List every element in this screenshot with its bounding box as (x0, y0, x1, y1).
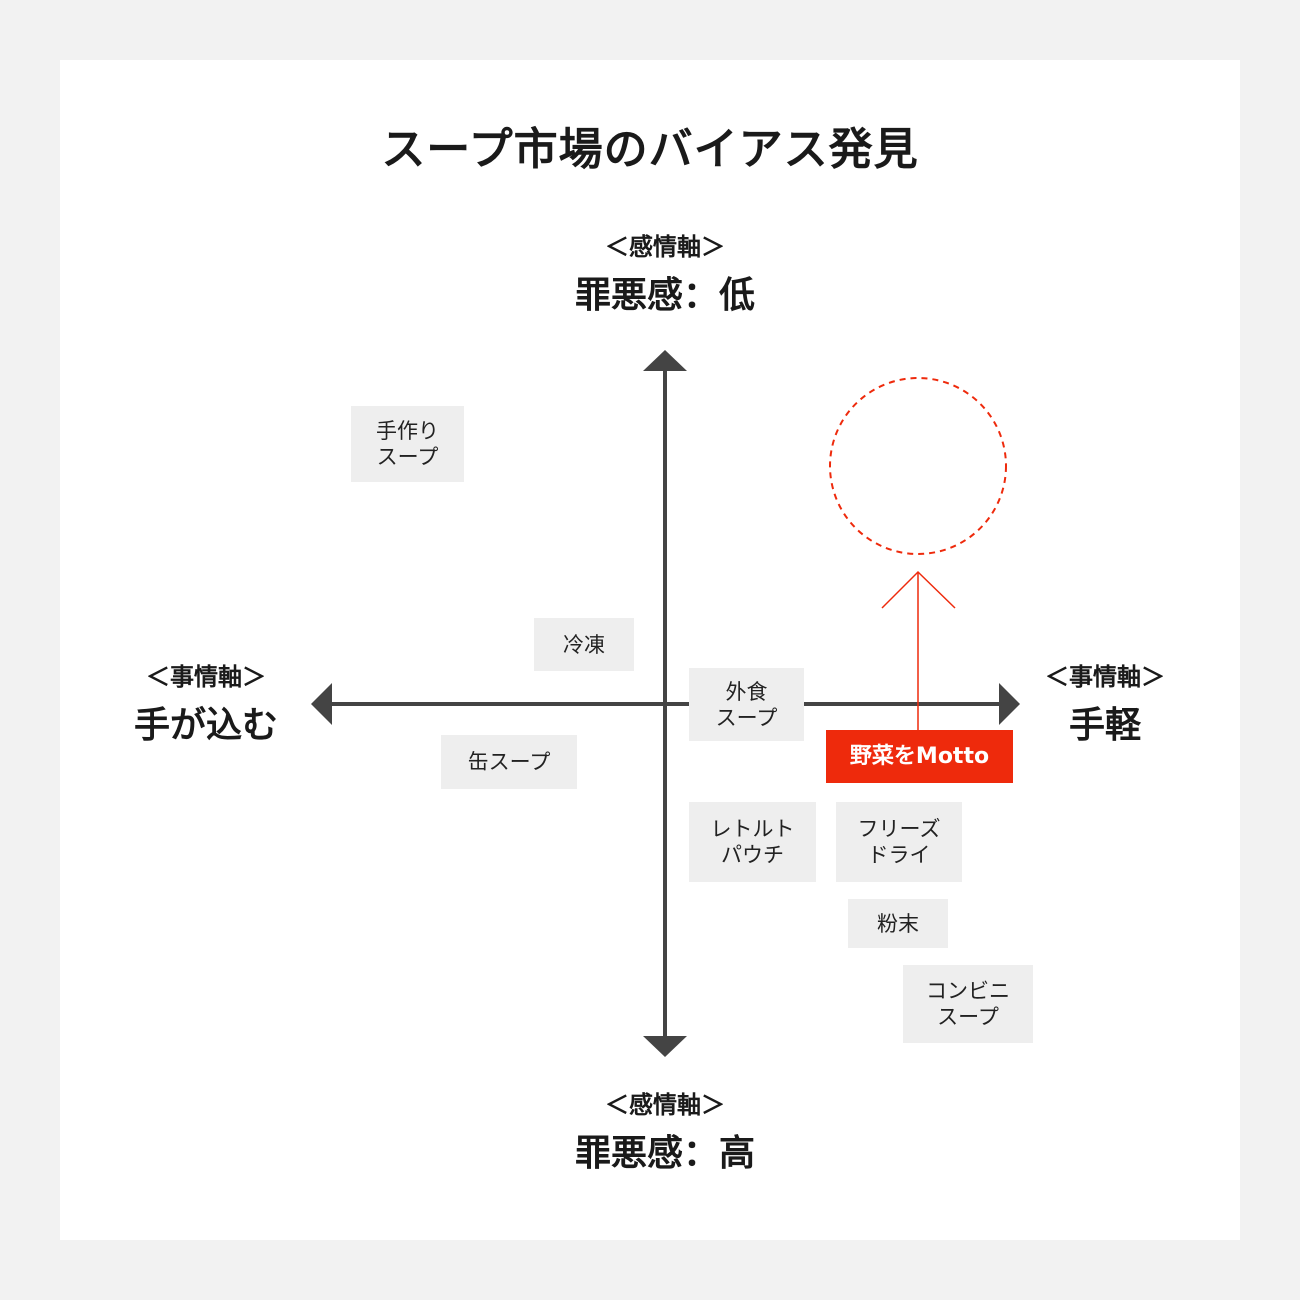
item-freeze-dry: フリーズ ドライ (836, 802, 962, 882)
diagram-card (60, 60, 1240, 1240)
item-label: スープ (937, 1005, 999, 1029)
item-label: 粉末 (877, 911, 919, 936)
item-eatout-soup: 外食 スープ (689, 668, 804, 741)
item-label: 缶スープ (467, 750, 551, 774)
axis-right-label: ＜事情軸＞ 手軽 (1010, 662, 1200, 750)
item-label: パウチ (721, 843, 784, 867)
axis-bottom-sub: ＜感情軸＞ (605, 1091, 725, 1119)
axis-left-main: 手が込む (133, 705, 278, 746)
axis-top-label: ＜感情軸＞ 罪悪感：低 (465, 232, 865, 320)
axis-right-main: 手軽 (1068, 705, 1141, 746)
item-label: レトルト (710, 817, 795, 841)
target-circle (829, 377, 1007, 555)
item-label: スープ (715, 705, 778, 730)
item-label: 手作り (376, 419, 439, 443)
item-label: フリーズ (857, 817, 941, 841)
move-arrow-head-icon (881, 570, 956, 609)
item-label: 野菜をMotto (849, 743, 990, 769)
item-handmade-soup: 手作り スープ (351, 406, 464, 482)
item-frozen: 冷凍 (534, 618, 634, 671)
arrow-down-icon (643, 1036, 687, 1057)
axis-right-sub: ＜事情軸＞ (1045, 663, 1165, 691)
arrow-up-icon (643, 350, 687, 371)
item-label: 外食 (725, 679, 768, 704)
axis-left-label: ＜事情軸＞ 手が込む (96, 662, 316, 750)
item-product-highlight: 野菜をMotto (826, 730, 1013, 783)
diagram-title: スープ市場のバイアス発見 (381, 124, 919, 175)
item-retort-pouch: レトルト パウチ (689, 802, 816, 882)
arrow-left-icon (311, 683, 332, 725)
item-label: ドライ (867, 843, 931, 867)
item-label: 冷凍 (563, 632, 605, 657)
item-canned-soup: 缶スープ (441, 735, 577, 789)
item-label: スープ (376, 445, 439, 469)
item-label: コンビニ (926, 979, 1010, 1003)
axis-left-sub: ＜事情軸＞ (146, 663, 266, 691)
axis-top-main: 罪悪感：低 (574, 275, 755, 316)
axis-bottom-label: ＜感情軸＞ 罪悪感：高 (465, 1090, 865, 1178)
axis-bottom-main: 罪悪感：高 (574, 1133, 755, 1174)
item-convenience-soup: コンビニ スープ (903, 965, 1033, 1043)
arrow-right-icon (999, 683, 1020, 725)
axis-top-sub: ＜感情軸＞ (605, 233, 725, 261)
item-powder: 粉末 (848, 899, 948, 948)
